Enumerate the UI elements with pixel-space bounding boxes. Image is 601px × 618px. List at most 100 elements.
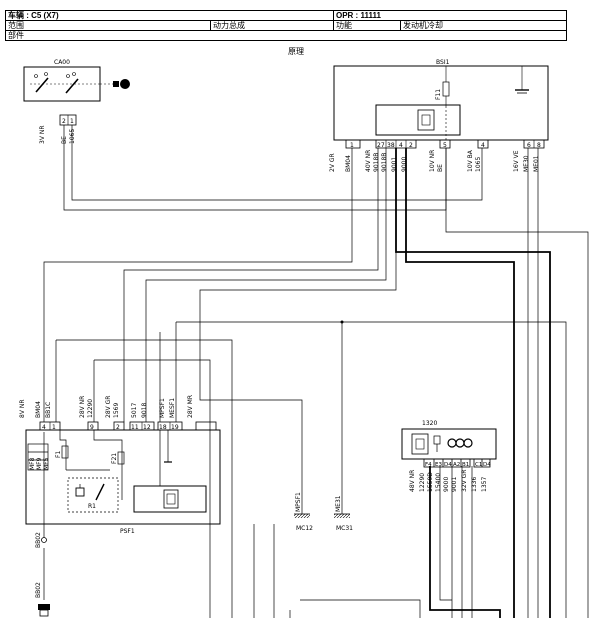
sensor-icon — [433, 435, 441, 452]
c1320-pin: E3 — [435, 462, 442, 468]
ca00-pin: 1 — [70, 118, 74, 125]
c1320-pin: B1 — [462, 462, 469, 468]
bsi-connector-row — [345, 139, 545, 149]
bsi-wire-label: ME01 — [533, 155, 540, 172]
header-table: 车辆 : C5 (X7) OPR : 11111 范围 动力总成 功能 发动机冷… — [5, 10, 567, 41]
psf-side-label: MF9 — [36, 457, 43, 470]
battery-terminal-icon — [38, 604, 50, 617]
c1320-pin: F4 — [425, 462, 432, 468]
psf-internals — [27, 430, 207, 513]
section-title: 原理 — [288, 47, 304, 56]
ca00-wire-label: 1065 — [69, 129, 76, 144]
relay-icon — [67, 477, 119, 513]
mc12-wire-label: MPSF1 — [295, 492, 302, 512]
bsi-pin: 4 — [399, 142, 403, 149]
thick-wires — [395, 148, 551, 618]
psf-pin: 12 — [143, 424, 151, 431]
psf-side-label: MF5 — [43, 457, 50, 470]
ground-icon — [515, 66, 529, 94]
c1320-connector-label: 32V GR — [461, 470, 468, 492]
psf-pin: 1 — [52, 424, 56, 431]
psf-wire-label: MESF1 — [169, 398, 176, 418]
bsi-pin: 8 — [537, 142, 541, 149]
psf1-label: PSF1 — [120, 528, 135, 535]
psf-pin: 11 — [131, 424, 139, 431]
ecu-chip-icon — [411, 433, 429, 455]
c1320-wire-label: 1559D — [427, 472, 434, 492]
bsi-wire-label: ME30 — [523, 155, 530, 172]
ecu-chip-icon — [417, 109, 435, 131]
heater-coil-icon — [447, 438, 473, 448]
bsi-pin: 5 — [443, 142, 447, 149]
bsi-wire-label: 1065 — [475, 157, 482, 172]
bsi-wire-label: 9018B — [381, 153, 388, 172]
ca00-wire-label: BE — [61, 136, 68, 144]
fuse-icon — [61, 445, 69, 459]
fuse-icon — [442, 66, 450, 140]
bsi-wire-label: BM04 — [345, 155, 352, 172]
c1320-wire-label: 1357 — [481, 477, 488, 492]
mc31-wire-label: ME31 — [335, 495, 342, 512]
key-icon — [100, 79, 130, 89]
splice-connector — [41, 537, 47, 543]
bsi-pin: 38 — [387, 142, 395, 149]
f1-label: F1 — [55, 451, 62, 458]
ecu-chip-icon — [163, 489, 179, 509]
bsi-ecu-box — [375, 104, 461, 136]
c1320-pin: D4 — [483, 462, 491, 468]
bsi-wire-label: BE — [437, 164, 444, 172]
bsi-wire-label: 9018B — [373, 153, 380, 172]
bsi-connector-label: 10V NR — [429, 150, 436, 172]
ca00-label: CA00 — [54, 59, 70, 66]
psf-side-label: MF8 — [29, 457, 36, 470]
psf-connector-label: 8V NR — [19, 400, 26, 419]
c1320-pin: C1 — [475, 462, 482, 468]
psf-wire-label: 1569 — [113, 403, 120, 418]
bsi-connector-label: 10V BA — [467, 149, 474, 172]
psf-wire-label: BB1C — [45, 402, 52, 418]
psf-connector-label: 28V GR — [105, 396, 112, 418]
f21-label: F21 — [111, 453, 118, 464]
bsi-pin: 1 — [350, 142, 354, 149]
wires — [43, 125, 589, 618]
c1320-wire-label: 1336 — [471, 477, 478, 492]
psf-wire-label: MPSF1 — [159, 398, 166, 418]
bsi1-label: BSI1 — [436, 59, 450, 66]
bsi-connector-label: 16V VE — [513, 150, 520, 172]
ground-mc31 — [334, 498, 350, 518]
psf-pin: 19 — [171, 424, 179, 431]
psf-pin: 18 — [159, 424, 167, 431]
psf-connector-label: 28V NR — [79, 396, 86, 418]
mc31-label: MC31 — [336, 525, 353, 532]
c1320-wire-label: 9000 — [443, 477, 450, 492]
c1320-pin: A2 — [453, 462, 460, 468]
ignition-switch-symbol — [30, 72, 100, 94]
r1-label: R1 — [88, 503, 96, 510]
psf-wire-label: BM04 — [35, 401, 42, 418]
psf-connector-row — [39, 421, 217, 431]
f11-label: F11 — [435, 89, 442, 100]
c1320-connector-label: 48V NR — [409, 470, 416, 492]
bsi-wire-label: 9001 — [391, 157, 398, 172]
c1320-wire-label: 12290 — [419, 473, 426, 492]
bsi1-box — [333, 65, 549, 141]
psf-wire-label: 5017 — [131, 403, 138, 418]
bb02-label: BB02 — [35, 582, 42, 598]
bsi-pin: 4 — [481, 142, 485, 149]
c1320-connector-row — [423, 458, 491, 468]
psf-wire-label: 9018 — [141, 403, 148, 418]
psf-connector-label: 28V MR — [187, 395, 194, 418]
psf-pin: 9 — [90, 424, 94, 431]
part-label: 部件 — [5, 30, 567, 41]
c1320-label: 1320 — [422, 420, 437, 427]
bsi-pin: 2 — [409, 142, 413, 149]
bsi-connector-label: 2V GR — [329, 153, 336, 172]
fuse-icon — [117, 451, 125, 465]
bsi-wire-label: 9000 — [401, 157, 408, 172]
bb02-splice-label: BB02 — [35, 532, 42, 548]
mc12-label: MC12 — [296, 525, 313, 532]
c1320-pin: D4 — [444, 462, 452, 468]
psf1-box — [25, 429, 221, 525]
c1320-wire-label: 15400 — [435, 473, 442, 492]
